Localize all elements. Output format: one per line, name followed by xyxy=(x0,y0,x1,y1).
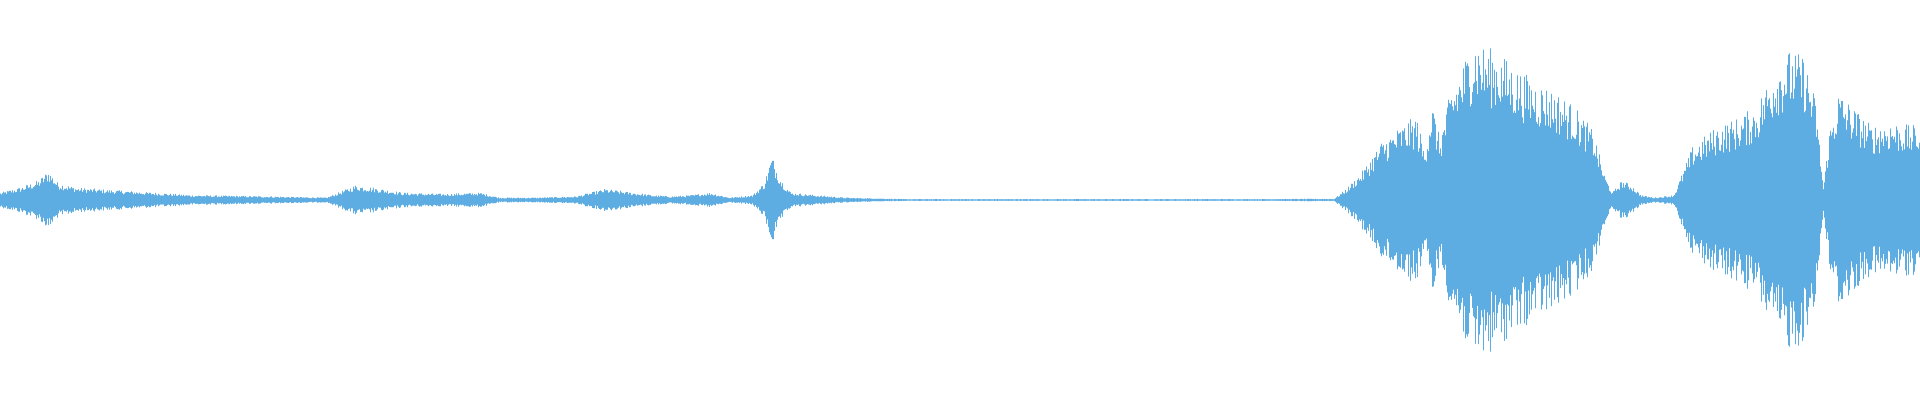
waveform-bars xyxy=(0,48,1920,352)
